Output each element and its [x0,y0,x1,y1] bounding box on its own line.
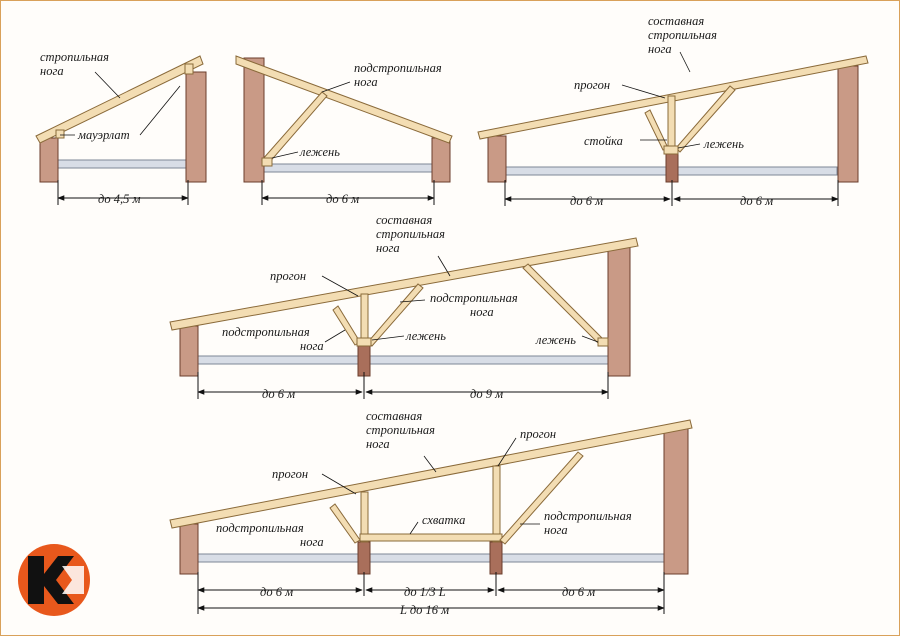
label-mauerlat: мауэрлат [77,128,130,142]
sub-rafter-left [332,305,361,346]
composite-rafter [169,237,639,331]
leader-skhvatka [409,521,419,535]
post [360,293,369,345]
wall-left [179,523,199,575]
leader-subrafter [321,81,351,93]
rafter-leg [35,55,204,144]
wall-left [487,135,507,183]
label-lezhen-center: лежень [405,329,446,343]
dim-label-4a: до 6 м [262,387,295,401]
rafter-leg [235,55,453,144]
leader-subrafter-mid [399,299,426,303]
leader-composite [679,51,691,73]
dim-label-5b: до 1/3 L [404,585,446,599]
wall-left [243,57,265,183]
wall-right [663,425,689,575]
label-progon-right: прогон [520,427,556,441]
wall-right [185,71,207,183]
leader-progon-right [497,437,517,467]
leader-rafter [94,71,121,99]
lezhen-center [356,337,372,347]
leader-lezhen [271,151,299,159]
wall-right [431,137,451,183]
lezhen [663,145,679,155]
strut-right [675,85,736,153]
dim-label-5a: до 6 м [260,585,293,599]
label-lezhen-right: лежень [535,333,576,347]
wall-right [837,65,859,183]
logo-mark-inner [62,566,84,594]
post [667,95,676,153]
label-progon-left: прогон [272,467,308,481]
label-skhvatka: схватка [422,513,465,527]
sub-rafter-right [499,451,584,545]
label-stoyka: стойка [584,134,623,148]
dim-label-5total: L до 16 м [399,603,449,617]
leader-lezhen [677,143,701,149]
center-pier [665,151,679,183]
brand-logo [18,544,90,616]
leader-lezhen-center [371,335,405,341]
dim-label-5c: до 6 м [562,585,595,599]
mauerlat-top [184,63,194,75]
leader-progon [321,275,359,297]
sub-rafter-right [522,263,605,345]
wall-left [179,325,199,377]
label-progon: прогон [574,78,610,92]
strut-left [644,109,669,151]
lezhen-right [597,337,609,347]
logo-mark [28,556,74,604]
leader-subrafter-left [324,329,346,343]
floor-slab [197,553,665,563]
label-lezhen: лежень [299,145,340,159]
composite-rafter [169,419,693,529]
lezhen [261,157,273,167]
dim-label-2: до 6 м [326,192,359,206]
leader-composite [437,255,451,277]
label-lezhen: лежень [703,137,744,151]
floor-slab [57,159,189,169]
floor-slab [197,355,609,365]
leader-composite [423,455,437,473]
dim-label-3a: до 6 м [570,194,603,208]
mauerlat-bottom [55,129,65,139]
leader-mauerlat [60,85,181,136]
leader-progon [621,84,666,99]
sub-rafter-left [329,503,361,544]
leader-progon-left [321,473,357,495]
center-pier [357,343,371,377]
pier-right [489,541,503,575]
wall-right [607,243,631,377]
skhvatka [359,533,503,542]
post-right [492,465,501,543]
label-progon: прогон [270,269,306,283]
dim-label-3b: до 6 м [740,194,773,208]
dim-label-4b: до 9 м [470,387,503,401]
leader-lezhen-right [581,335,599,343]
wall-left [39,137,59,183]
floor-slab [261,163,435,173]
pier-left [357,541,371,575]
post-left [360,491,369,543]
dim-label-1: до 4,5 м [98,192,140,206]
